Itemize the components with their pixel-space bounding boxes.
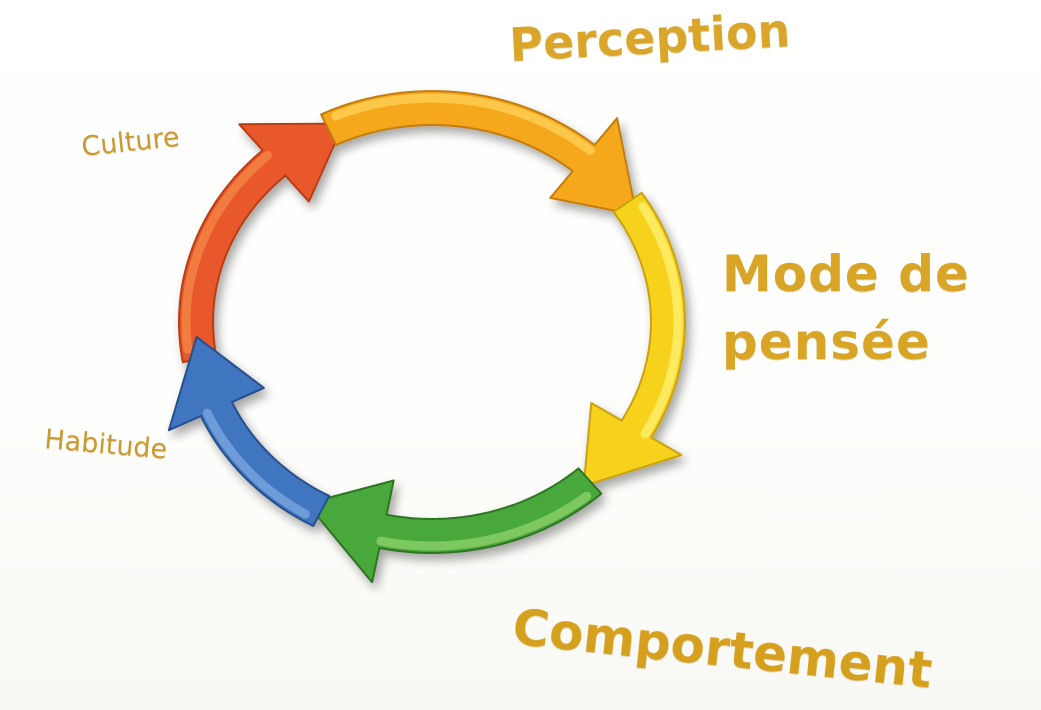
arrow-comportement-body [305,467,603,584]
arrow-perception [320,90,638,216]
label-mode-line-1: Mode de [722,245,970,303]
arrow-mode-de-pensee [582,191,686,487]
arrow-perception-body [320,90,638,216]
label-mode-de-pensee: Mode de pensée [722,240,970,376]
arrow-culture-highlight [181,151,272,354]
arrow-culture-body [178,122,345,364]
arrow-mode-de-pensee-body [582,191,686,487]
arrow-mode-de-pensee-highlight [638,202,683,439]
arrow-culture [178,122,345,364]
arrow-comportement [305,467,603,584]
arrow-habitude-body [167,335,331,527]
arrow-perception-highlight [331,93,595,155]
arrow-habitude-highlight [202,408,310,519]
label-mode-line-2: pensée [722,313,931,371]
arrow-habitude [167,335,331,527]
arrow-comportement-highlight [376,491,592,551]
cycle-arrows [167,90,686,584]
